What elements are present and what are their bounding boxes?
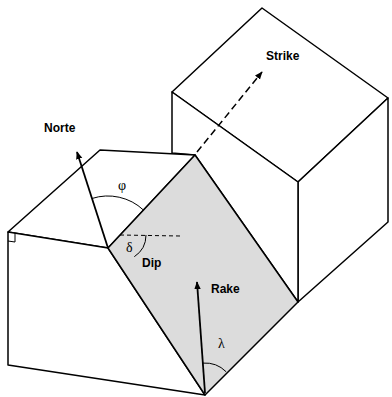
angle-symbol: φ	[118, 178, 126, 193]
angle-name: Rake	[211, 283, 240, 296]
rake-arrow	[197, 282, 205, 393]
angle-symbol: δ	[126, 240, 133, 255]
right-block-side	[298, 98, 388, 302]
north-arrow	[77, 152, 108, 248]
right-angle-mark	[8, 233, 15, 242]
direction-label: Norte	[44, 122, 75, 135]
dip-arc	[134, 235, 146, 257]
phi-arc	[92, 196, 143, 210]
angle-name: Dip	[142, 257, 161, 270]
fault-plane	[108, 155, 298, 395]
lambda-arc	[203, 363, 226, 372]
dip-horizontal	[120, 235, 180, 236]
angle-symbol: λ	[218, 336, 225, 351]
direction-label: Strike	[266, 50, 299, 63]
strike-arrow	[197, 72, 262, 152]
